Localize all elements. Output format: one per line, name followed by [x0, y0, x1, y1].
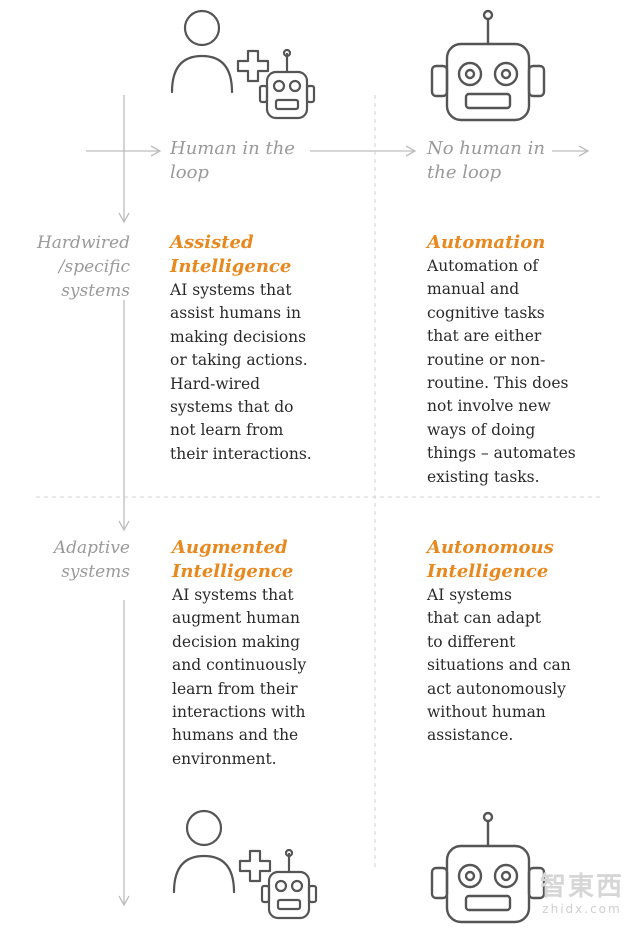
quadrant-body-line: AI systems that: [172, 586, 294, 604]
quadrant-body-line: Automation of: [427, 257, 539, 275]
robot-icon: [430, 811, 546, 924]
quadrant-body-line: not learn from: [170, 421, 284, 440]
row-label-line: Adaptive: [53, 538, 130, 558]
quadrant-body-line: cognitive tasks: [427, 303, 545, 322]
quadrant-body-line: and continuously: [172, 656, 307, 675]
watermark-brand: 智東西: [539, 872, 624, 902]
quadrant-augmented-intelligence: Augmented Intelligence AI systems that a…: [172, 536, 362, 771]
quadrant-body-line: existing tasks.: [427, 467, 540, 486]
quadrant-body-line: assistance.: [427, 726, 514, 745]
quadrant-body-line: ways of doing: [427, 420, 536, 439]
quadrant-body-line: that can adapt: [427, 609, 541, 628]
column-label-human-in-loop: Human in the loop: [170, 137, 295, 185]
quadrant-body-line: situations and can: [427, 656, 571, 675]
quadrant-body-line: decision making: [172, 632, 301, 651]
quadrant-body-line: without human: [427, 703, 546, 722]
quadrant-body-line: learn from their: [172, 679, 298, 698]
quadrant-assisted-intelligence: Assisted Intelligence AI systems that as…: [170, 231, 360, 466]
quadrant-title: Augmented: [172, 537, 288, 558]
column-label-line: the loop: [427, 162, 502, 183]
quadrant-body-line: that are either: [427, 327, 542, 346]
quadrant-body-line: Hard-wired: [170, 374, 261, 393]
quadrant-body-line: AI systems that: [170, 281, 292, 299]
quadrant-autonomous-intelligence: Autonomous Intelligence AI systems that …: [427, 536, 627, 748]
quadrant-body-line: humans and the: [172, 726, 299, 745]
quadrant-body-line: interactions with: [172, 703, 306, 722]
row-label-line: /specific: [58, 257, 130, 277]
column-label-line: Human in the: [170, 138, 295, 159]
quadrant-body-line: things – automates: [427, 444, 576, 463]
watermark: 智東西 zhidx.com: [530, 872, 634, 916]
quadrant-automation: Automation Automation of manual and cogn…: [427, 231, 627, 489]
robot-icon: [430, 9, 546, 122]
quadrant-body-line: manual and: [427, 280, 520, 299]
quadrant-title: Intelligence: [427, 561, 549, 582]
quadrant-body-line: routine. This does: [427, 374, 569, 393]
quadrant-body-line: making decisions: [170, 327, 307, 346]
column-label-line: loop: [170, 162, 209, 183]
quadrant-body-line: routine or non-: [427, 350, 546, 369]
quadrant-title: Intelligence: [170, 256, 292, 277]
row-label-line: Hardwired: [36, 233, 130, 253]
row-label-line: systems: [61, 562, 130, 582]
human-plus-robot-icon: [170, 9, 316, 120]
quadrant-body-line: or taking actions.: [170, 351, 308, 370]
quadrant-body-line: their interactions.: [170, 444, 312, 463]
quadrant-title: Assisted: [170, 232, 254, 253]
quadrant-title: Intelligence: [172, 561, 294, 582]
column-label-line: No human in: [427, 138, 545, 159]
row-label-line: systems: [61, 281, 130, 301]
column-label-no-human-in-loop: No human in the loop: [427, 137, 545, 185]
quadrant-body-line: AI systems: [427, 586, 512, 604]
quadrant-body-line: act autonomously: [427, 679, 566, 698]
quadrant-body-line: environment.: [172, 749, 277, 768]
row-label-adaptive: Adaptive systems: [10, 536, 130, 584]
row-label-hardwired: Hardwired /specific systems: [10, 231, 130, 303]
quadrant-body-line: not involve new: [427, 397, 551, 416]
watermark-sub: zhidx.com: [542, 902, 622, 916]
quadrant-body-line: augment human: [172, 609, 301, 628]
quadrant-body-line: assist humans in: [170, 304, 301, 323]
human-plus-robot-icon: [172, 809, 318, 920]
quadrant-body-line: to different: [427, 632, 516, 651]
quadrant-body-line: systems that do: [170, 398, 294, 417]
quadrant-title: Autonomous: [427, 537, 554, 558]
quadrant-title: Automation: [427, 232, 546, 253]
